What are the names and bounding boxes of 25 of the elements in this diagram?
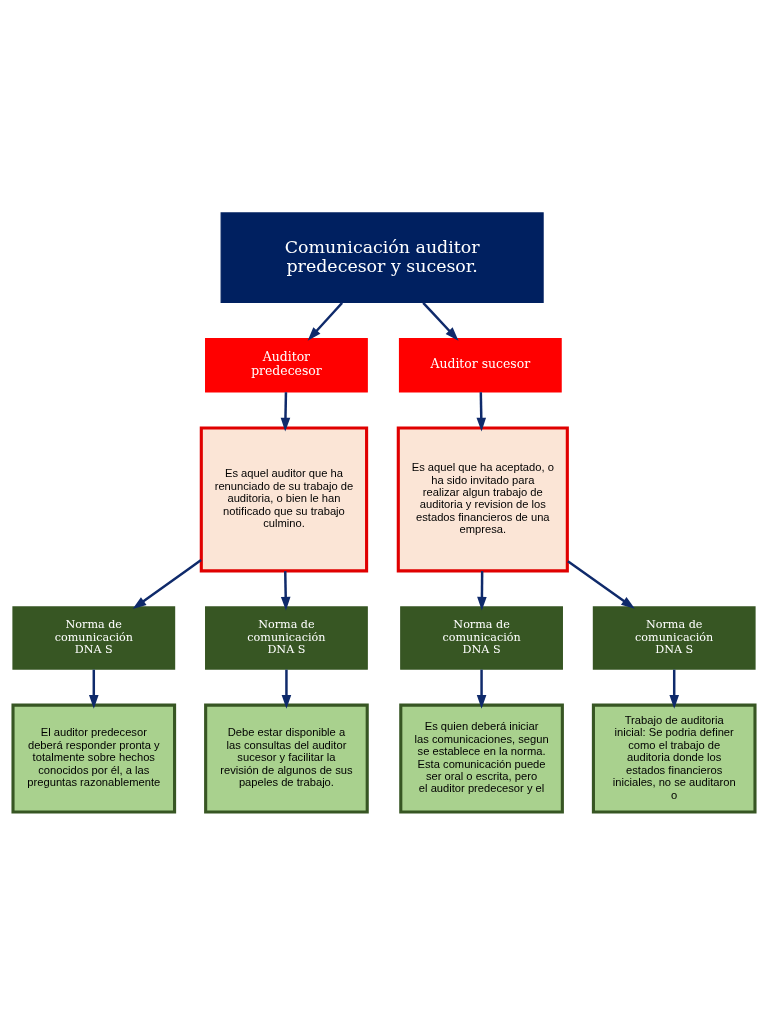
node-box: Debe estar disponible a las consultas del auditor sucesor y facilitar la revisión de algunos de sus papeles de trabajo. xyxy=(204,703,369,814)
arrow xyxy=(280,391,291,431)
arrow xyxy=(567,559,635,609)
node-box: Es aquel auditor que ha renunciado de su trabajo de auditoria, o bien le han notificado que su trabajo culmino. xyxy=(199,425,369,572)
node-box: Norma de comunicación DNA S xyxy=(592,605,756,670)
node-box: Es aquel que ha aceptado, o ha sido invitado para realizar algun trabajo de auditoria y revision de los estados financieros de una empresa. xyxy=(396,425,569,572)
node-box: Norma de comunicación DNA S xyxy=(400,605,563,670)
arrow xyxy=(89,669,99,709)
arrow xyxy=(422,301,459,341)
node-box: Auditor predecesor xyxy=(205,337,368,393)
arrow xyxy=(477,570,487,611)
node-box: Comunicación auditor predecesor y sucesor. xyxy=(220,211,544,303)
node-box: El auditor predecesor deberá responder pronta y totalmente sobre hechos conocidos por él, a las preguntas razonablemente xyxy=(11,703,177,814)
arrow xyxy=(476,391,487,431)
arrow xyxy=(476,669,487,709)
node-box: Trabajo de auditoria inicial: Se podria definer como el trabajo de auditoria donde los estados financieros iniciales, no se auditaron o xyxy=(591,703,757,814)
node-box: Norma de comunicación DNA S xyxy=(205,605,368,670)
node-box: Es quien deberá iniciar las comunicaciones, segun se establece en la norma. Esta comunicación puede ser oral o escrita, pero el auditor predecesor y el xyxy=(399,703,564,814)
arrow xyxy=(669,669,679,709)
node-box: Norma de comunicación DNA S xyxy=(12,605,176,670)
arrow xyxy=(307,301,344,341)
arrow xyxy=(281,669,292,709)
arrow xyxy=(132,558,202,609)
arrow xyxy=(280,570,291,611)
node-box: Auditor sucesor xyxy=(398,337,562,393)
